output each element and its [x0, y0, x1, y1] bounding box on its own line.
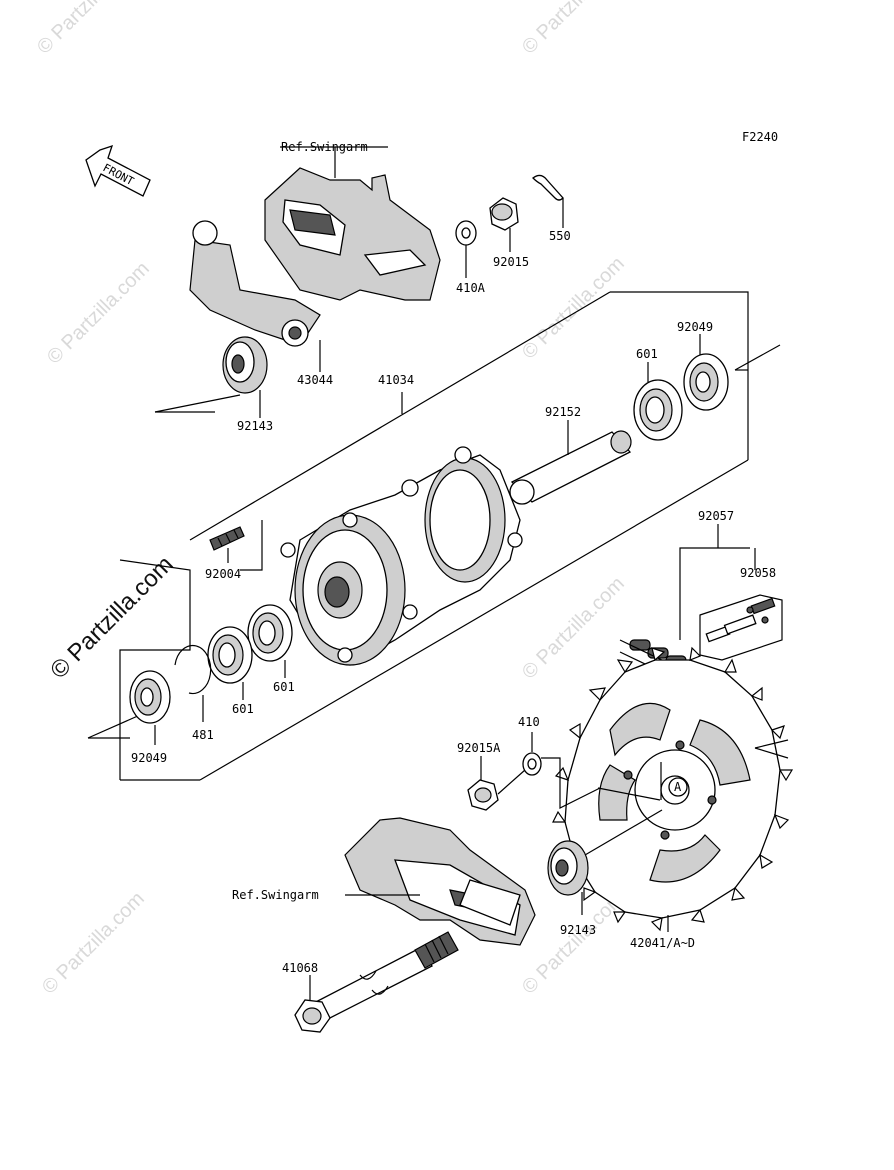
label-ref-swingarm-bottom: Ref.Swingarm	[232, 888, 319, 902]
top-hardware: 410A 92015 550	[455, 174, 571, 295]
watermark: © Partzilla.com	[518, 573, 629, 684]
label-550: 550	[549, 229, 571, 243]
nut-92015A: 92015A	[457, 741, 526, 811]
label-92004: 92004	[205, 567, 241, 581]
hub-assembly-frame: 41034	[87, 291, 781, 781]
label-42041: 42041/A~D	[630, 936, 695, 950]
spacer-92143-bottom: 92143	[547, 809, 663, 937]
label-601-top: 601	[636, 347, 658, 361]
spacer-92143-top: 92143	[154, 336, 273, 433]
label-41034: 41034	[378, 373, 414, 387]
washer-410: 410	[518, 715, 601, 809]
label-92152: 92152	[545, 405, 581, 419]
swingarm-bracket-top: Ref.Swingarm 43044	[189, 140, 441, 387]
label-92015: 92015	[493, 255, 529, 269]
label-92143-top: 92143	[237, 419, 273, 433]
wheel-hub	[280, 446, 523, 666]
seal-92049-low: 92049	[129, 670, 171, 765]
circlip-481: 481	[174, 644, 214, 742]
collar-92152: 92152	[509, 405, 632, 505]
watermark: © Partzilla.com	[38, 888, 149, 999]
label-92015A: 92015A	[457, 741, 501, 755]
callout-a: A	[674, 780, 682, 794]
label-92049-low: 92049	[131, 751, 167, 765]
swingarm-bracket-bottom: Ref.Swingarm	[232, 817, 536, 946]
seal-92049-top: 92049	[677, 320, 729, 411]
bearing-601-mid: 601	[247, 604, 295, 694]
label-ref-swingarm-top: Ref.Swingarm	[281, 140, 368, 154]
label-601-low: 601	[232, 702, 254, 716]
label-92057: 92057	[698, 509, 734, 523]
label-92049-top: 92049	[677, 320, 713, 334]
front-arrow-icon: FRONT	[85, 144, 151, 197]
label-92058: 92058	[740, 566, 776, 580]
sprocket-42041: A 42041/A~D	[552, 646, 794, 950]
label-92143-bottom: 92143	[560, 923, 596, 937]
label-410: 410	[518, 715, 540, 729]
label-41068: 41068	[282, 961, 318, 975]
watermark: © Partzilla.com	[33, 0, 144, 59]
watermark: © Partzilla.com	[518, 253, 629, 364]
label-410A: 410A	[456, 281, 486, 295]
bearing-601-top: 601	[633, 347, 683, 441]
figure-code: F2240	[742, 130, 778, 144]
bearing-601-low: 601	[207, 626, 254, 716]
watermark: © Partzilla.com	[43, 258, 154, 369]
label-481: 481	[192, 728, 214, 742]
watermark-main: © Partzilla.com	[45, 551, 178, 684]
stud-92004: 92004	[205, 520, 263, 581]
label-43044: 43044	[297, 373, 333, 387]
watermark: © Partzilla.com	[518, 888, 629, 999]
label-601-mid: 601	[273, 680, 295, 694]
watermark: © Partzilla.com	[518, 0, 629, 59]
axle-41068: 41068	[282, 931, 459, 1033]
